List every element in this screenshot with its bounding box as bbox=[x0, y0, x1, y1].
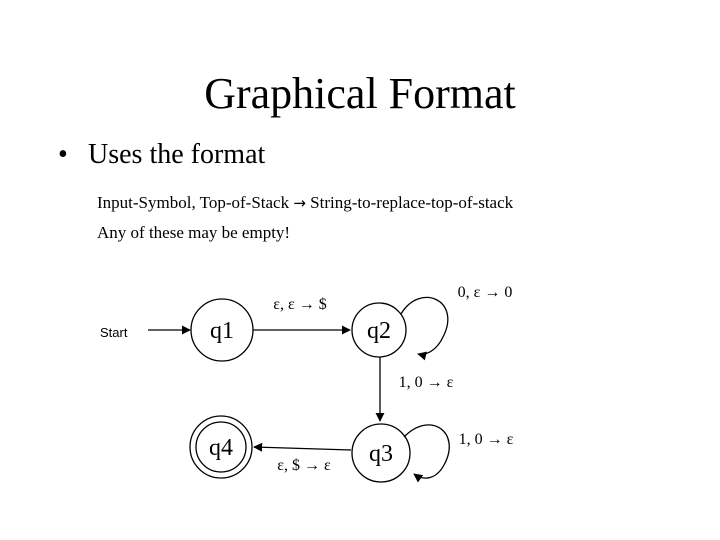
edge-q1-q2-label: ε, ε → $ bbox=[273, 296, 326, 313]
format-replace: String-to-replace-top-of-stack bbox=[310, 193, 514, 212]
edge-q2-q3-label: 1, 0 → ε bbox=[399, 374, 454, 391]
edge-q3-q4 bbox=[253, 442, 352, 452]
bullet-symbol: • bbox=[58, 139, 68, 170]
bullet-text: Uses the format bbox=[88, 139, 266, 170]
state-q1-label: q1 bbox=[210, 318, 234, 344]
start-label: Start bbox=[100, 325, 128, 340]
state-q2-label: q2 bbox=[367, 318, 391, 344]
format-line: Input-Symbol, Top-of-Stack → String-to-r… bbox=[97, 192, 513, 214]
edge-q3-loop-label: 1, 0 → ε bbox=[459, 431, 514, 448]
edge-q3-loop bbox=[403, 424, 450, 483]
arrow-icon: → bbox=[293, 194, 306, 212]
edge-q2-loop bbox=[400, 296, 449, 361]
edge-q2-loop-label: 0, ε → 0 bbox=[458, 284, 513, 301]
state-q3 bbox=[351, 423, 411, 483]
edge-q3-q4-label: ε, $ → ε bbox=[277, 457, 331, 474]
format-input-stack: Input-Symbol, Top-of-Stack bbox=[97, 193, 290, 212]
state-q3-label: q3 bbox=[369, 441, 393, 467]
state-q4-inner bbox=[195, 421, 247, 473]
empty-note: Any of these may be empty! bbox=[97, 223, 291, 242]
bullet-item: • Uses the format bbox=[58, 138, 265, 172]
state-q2 bbox=[351, 302, 407, 358]
state-q4-label: q4 bbox=[209, 435, 233, 461]
slide-title: Graphical Format bbox=[204, 69, 516, 118]
